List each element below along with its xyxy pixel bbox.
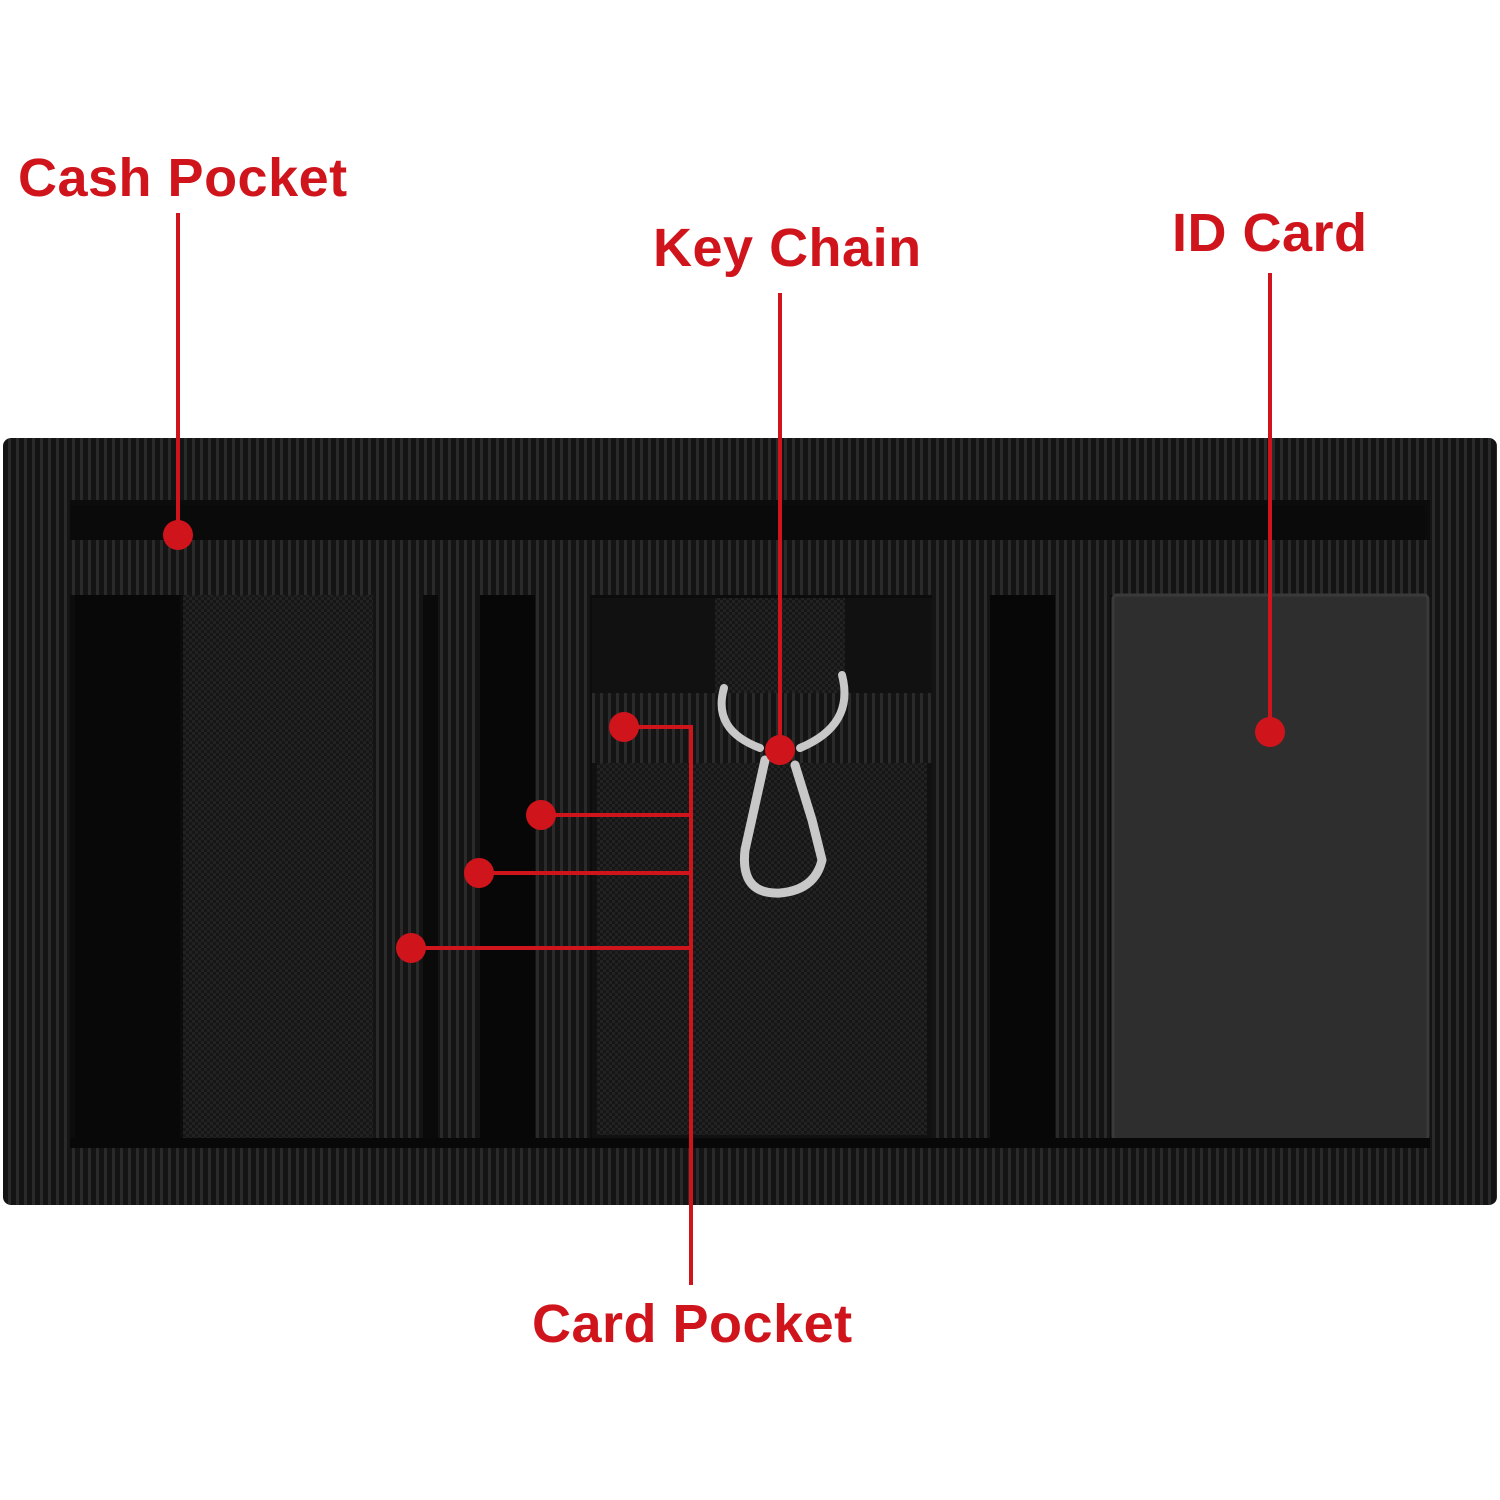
- card-slot: [423, 595, 438, 1140]
- carabiner-icon: [717, 671, 849, 898]
- id-card-label: ID Card: [1172, 203, 1368, 263]
- card-pocket-marker: [396, 933, 426, 963]
- cash-pocket-marker: [163, 520, 193, 550]
- card-slot-band: [535, 595, 590, 1140]
- bottom-band: [70, 1138, 1430, 1148]
- card-pocket-marker: [609, 712, 639, 742]
- left-panel: [75, 595, 180, 1140]
- cash-pocket-slot: [70, 505, 1425, 540]
- card-slot-band: [373, 595, 423, 1140]
- card-pocket-marker: [464, 858, 494, 888]
- right-band: [1055, 595, 1110, 1140]
- key-chain-label: Key Chain: [653, 218, 922, 278]
- right-slot: [990, 595, 1055, 1140]
- key-chain-marker: [765, 735, 795, 765]
- cash-pocket-label: Cash Pocket: [18, 148, 348, 208]
- cash-pocket-band: [70, 540, 1430, 595]
- card-pocket-label: Card Pocket: [532, 1294, 853, 1354]
- id-card-marker: [1255, 717, 1285, 747]
- right-band: [932, 595, 990, 1140]
- leader-lines: [176, 213, 1272, 1285]
- card-pocket-marker: [526, 800, 556, 830]
- left-fabric: [183, 595, 373, 1140]
- marker-dots: [163, 520, 1285, 963]
